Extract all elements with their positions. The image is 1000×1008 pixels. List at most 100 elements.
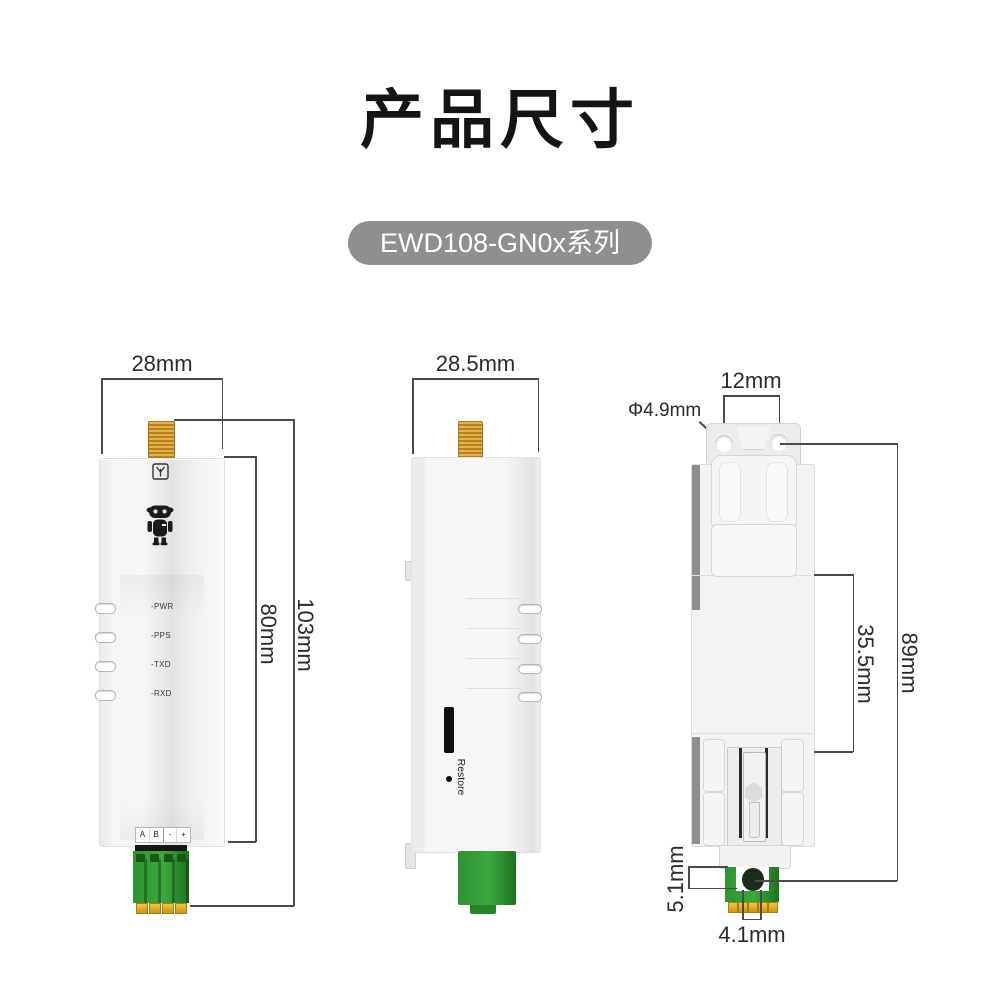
rxd-led [95,690,116,701]
pwr-led-label: -PWR [151,602,174,611]
side-seam-3 [466,658,522,659]
dim-355-line-top [814,574,853,576]
vent-slot [444,707,454,753]
clip-plate-slot-left [719,462,741,522]
dim-89-line-bottom [755,880,897,882]
dim-side-width-tick-right [537,378,539,452]
restore-label: Restore [455,758,467,796]
dim-80-line-bottom [228,841,256,843]
din-clip-neck [749,802,760,838]
dim-front-width-line [101,378,223,380]
side-seam-4 [466,688,522,689]
rxd-led-label: -RXD [151,689,172,698]
mounting-hole-right [770,434,788,452]
dim-41-line-left [742,890,744,920]
terminal-screw-4 [177,854,186,862]
terminal-block-top-strip [135,845,187,851]
back-bottom-tab [719,845,791,869]
terminal-block-ribs [133,859,189,903]
side-terminal-block [458,851,516,905]
side-seam-1 [466,598,522,599]
dim-front-width-label: 28mm [131,351,193,376]
dim-355-line-bottom [814,751,853,753]
terminal-pin-3 [162,903,174,914]
side-led-3 [518,664,542,674]
clip-plate-slot-right [766,462,788,522]
back-dark-strip-top [692,465,700,610]
terminal-legend-strip: A B - + [135,827,191,843]
dim-hole-pitch-tick-left [723,395,725,437]
side-led-4 [518,692,542,702]
dim-front-width-tick-right [221,378,223,449]
front-terminal-block [133,845,189,914]
sma-antenna-connector [148,421,175,460]
mounting-hole-left [715,435,733,453]
terminal-label-a: A [139,830,146,839]
terminal-pin-1 [136,903,148,914]
back-pin-4 [758,902,768,913]
terminal-screw-1 [136,854,145,862]
dim-89-label: 89mm [897,632,922,694]
back-terminal-hole [742,868,764,891]
back-pin-1 [728,902,738,913]
robot-logo-icon [146,505,174,546]
dim-41-label: 4.1mm [718,922,786,947]
terminal-screw-2 [150,854,159,862]
antenna-marking-icon [152,463,169,480]
terminal-label-b: B [148,828,163,842]
txd-led [95,661,116,672]
side-seam-2 [466,628,522,629]
dim-side-width-label: 28.5mm [435,351,516,376]
pwr-led [95,603,116,614]
dim-51-line-vertical [688,866,690,889]
dim-side-width-tick-left [412,378,414,454]
side-antenna-connector [458,421,483,459]
mounting-plate-notch [736,427,771,450]
back-pin-3 [748,902,758,913]
terminal-label-minus: - [162,828,177,842]
din-clip-slot-line-left [739,748,742,838]
dim-side-width-line [412,378,539,380]
terminal-pin-2 [149,903,161,914]
dim-103-line-vertical [293,419,295,906]
dim-89-line-vertical [896,443,898,881]
dim-hole-diameter-label: Φ4.9mm [628,400,702,421]
dim-41-line-right [760,890,762,920]
dim-hole-pitch-line [723,395,780,397]
din-clip-slot-line-right [765,748,768,838]
din-clip-hexagon [745,782,762,803]
restore-button [446,776,452,782]
series-badge: EWD108-GN0x系列 [347,221,653,265]
side-terminal-tab [470,905,496,914]
pps-led [95,632,116,643]
dim-103-line-top [174,419,293,421]
back-dark-strip-bottom [692,737,700,844]
side-led-1 [518,604,542,614]
dim-355-line-vertical [852,574,854,752]
txd-led-label: -TXD [151,660,171,669]
front-chamfer-top [120,575,204,620]
dim-hole-pitch-tick-right [778,395,780,436]
dim-355-label: 35.5mm [853,624,878,704]
back-seam-lower [692,733,812,734]
dim-51-line-bottom [688,887,737,889]
din-slot-right-2 [781,792,804,846]
dim-51-label: 5.1mm [663,845,688,913]
dim-89-line-top [780,443,897,445]
din-slot-left-1 [703,739,725,792]
clip-plate-lower [711,524,797,577]
dim-80-line-vertical [255,456,257,842]
side-led-2 [518,634,542,644]
dim-103-label: 103mm [293,598,318,672]
dim-51-line-top [688,866,728,868]
din-slot-left-2 [703,792,725,846]
device-side-body [411,457,541,853]
terminal-block-green-body [133,851,189,903]
rail-tab-bottom [405,843,416,869]
dim-80-label: 80mm [256,603,281,665]
terminal-label-plus: + [176,828,190,842]
pps-led-label: -PPS [151,631,171,640]
dim-front-width-tick-left [101,378,103,454]
dim-80-line-top [224,456,256,458]
